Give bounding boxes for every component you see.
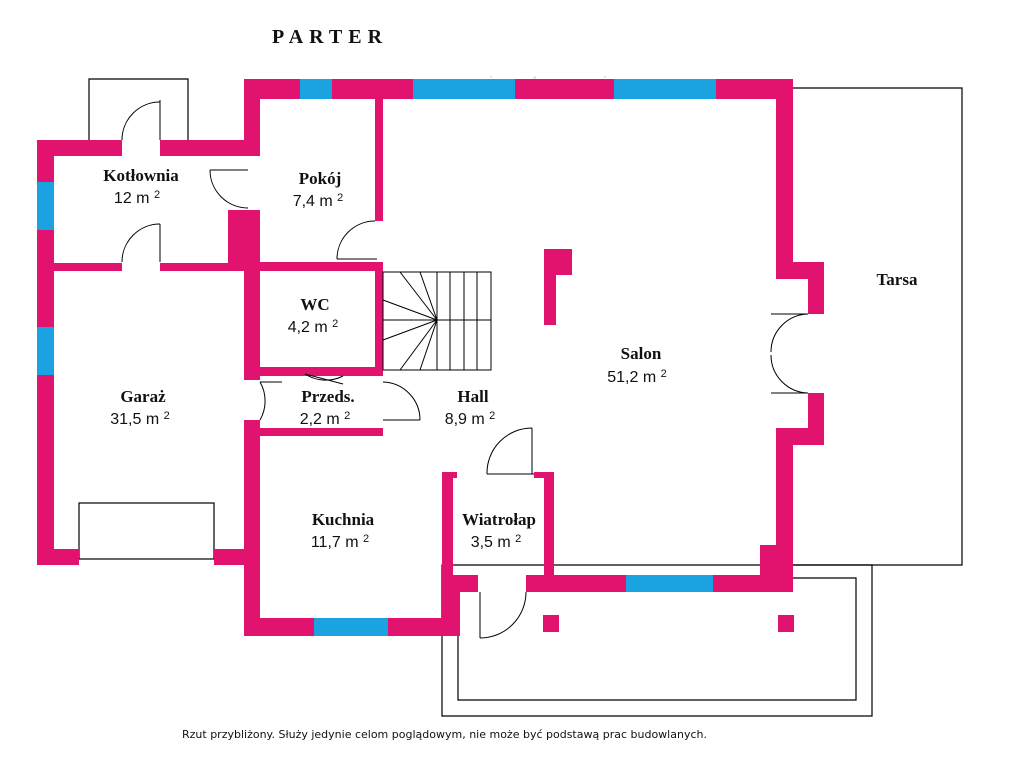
- room-area-kotlownia: 12 m 2: [114, 189, 160, 207]
- plan-title: PARTER: [272, 26, 388, 48]
- room-labels: Kotłownia 12 m 2 Pokój 7,4 m 2 WC 4,2 m …: [103, 166, 918, 551]
- garage-door: [78, 502, 215, 560]
- room-area-kuchnia: 11,7 m 2: [311, 533, 369, 551]
- room-name-salon: Salon: [621, 344, 662, 363]
- front-terrace-outer: [441, 564, 873, 717]
- footnote: Rzut przybliżony. Służy jedynie celom po…: [182, 728, 707, 741]
- room-name-pokoj: Pokój: [299, 169, 342, 188]
- terrace-outline: [792, 87, 963, 566]
- room-area-salon: 51,2 m 2: [607, 368, 667, 386]
- front-terrace-inner: [457, 577, 857, 701]
- room-name-kuchnia: Kuchnia: [312, 510, 375, 529]
- room-area-przeds: 2,2 m 2: [300, 410, 351, 428]
- room-area-hall: 8,9 m 2: [445, 410, 496, 428]
- room-name-kotlownia: Kotłownia: [103, 166, 179, 185]
- annex-outline: [88, 78, 189, 140]
- room-area-wc: 4,2 m 2: [288, 318, 339, 336]
- room-name-garaz: Garaż: [120, 387, 166, 406]
- room-area-wiatrolap: 3,5 m 2: [471, 533, 522, 551]
- room-name-hall: Hall: [457, 387, 488, 406]
- doors: [121, 100, 824, 639]
- room-name-wc: WC: [300, 295, 329, 314]
- staircase: [382, 271, 492, 371]
- room-area-pokoj: 7,4 m 2: [293, 192, 344, 210]
- room-area-garaz: 31,5 m 2: [110, 410, 170, 428]
- room-name-tarsa: Tarsa: [877, 270, 918, 289]
- room-name-wiatrolap: Wiatrołap: [462, 510, 536, 529]
- room-name-przeds: Przeds.: [301, 387, 354, 406]
- windows: [37, 79, 716, 636]
